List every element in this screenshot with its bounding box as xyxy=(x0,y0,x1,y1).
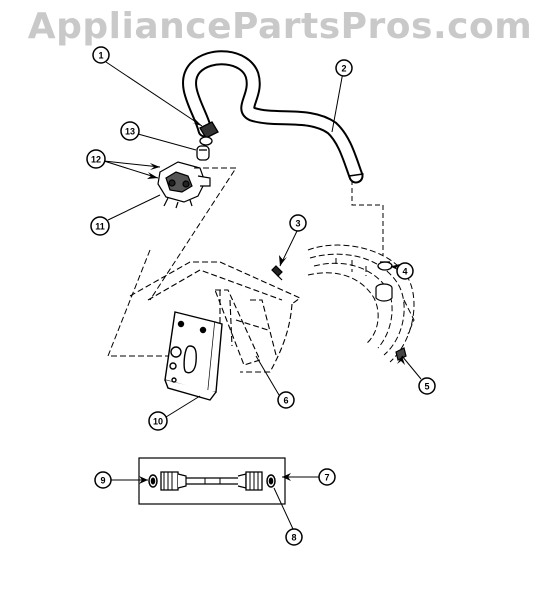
fill-hose xyxy=(182,50,364,184)
callout-12: 12 xyxy=(86,149,106,169)
panel-dashed xyxy=(107,249,168,357)
callout-13: 13 xyxy=(120,121,140,141)
callout-8: 8 xyxy=(285,528,303,546)
callout-9: 9 xyxy=(94,471,112,489)
screw-part-3 xyxy=(271,265,283,281)
svg-text:6: 6 xyxy=(283,396,288,406)
mounting-plate xyxy=(164,311,223,401)
valve-bracket-dashed xyxy=(149,167,237,301)
callout-10: 10 xyxy=(148,411,168,431)
hose-clamp-part xyxy=(199,121,219,146)
callout-4: 4 xyxy=(396,262,414,280)
svg-text:1: 1 xyxy=(98,51,103,61)
svg-text:9: 9 xyxy=(100,476,105,486)
svg-text:12: 12 xyxy=(91,155,101,165)
top-bracket-dashed xyxy=(129,261,302,373)
water-valve xyxy=(157,161,211,209)
inlet-hose-kit xyxy=(138,457,286,505)
svg-text:5: 5 xyxy=(424,382,429,392)
callout-3: 3 xyxy=(289,214,307,232)
svg-text:11: 11 xyxy=(95,222,105,232)
svg-text:10: 10 xyxy=(153,417,163,427)
svg-text:13: 13 xyxy=(125,127,135,137)
callouts: 1 2 3 4 5 6 7 8 9 10 11 12 13 xyxy=(86,46,436,546)
callout-7: 7 xyxy=(318,468,336,486)
arrow-heads xyxy=(139,118,405,484)
tub-dashed xyxy=(307,244,415,363)
callout-6: 6 xyxy=(277,391,295,409)
elbow-part xyxy=(196,145,210,161)
callout-11: 11 xyxy=(90,216,110,236)
svg-text:3: 3 xyxy=(295,219,300,229)
tub-inlet xyxy=(375,283,393,302)
callout-5: 5 xyxy=(418,377,436,395)
callout-1: 1 xyxy=(92,46,110,64)
leader-lines xyxy=(103,61,422,530)
callout-2: 2 xyxy=(335,59,353,77)
svg-text:4: 4 xyxy=(402,267,407,277)
svg-text:2: 2 xyxy=(341,64,346,74)
clip-part-5 xyxy=(395,347,407,361)
svg-text:7: 7 xyxy=(324,473,329,483)
hose-connector-dashed xyxy=(351,180,384,255)
svg-text:8: 8 xyxy=(291,533,296,543)
